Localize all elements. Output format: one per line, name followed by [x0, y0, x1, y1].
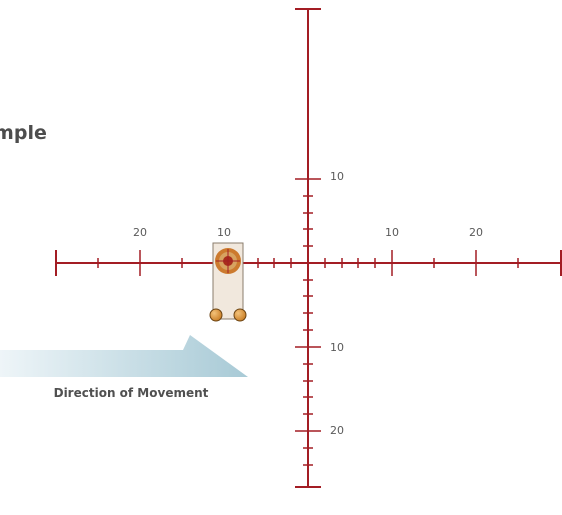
wheel-left [209, 308, 223, 322]
y-tick-label-up-10: 10 [330, 170, 344, 183]
x-tick-label-left-20: 20 [133, 226, 147, 239]
x-tick-label-right-20: 20 [469, 226, 483, 239]
target-marker [215, 248, 241, 274]
direction-label: Direction of Movement [53, 386, 209, 400]
y-tick-label-down-20: 20 [330, 424, 344, 437]
x-tick-label-right-10: 10 [385, 226, 399, 239]
direction-arrow [0, 335, 248, 377]
y-tick-label-down-10: 10 [330, 341, 344, 354]
wheel-right [233, 308, 247, 322]
crosshair-axes [55, 8, 562, 488]
diagram-title: Example [0, 122, 47, 144]
x-tick-label-left-10: 10 [217, 226, 231, 239]
